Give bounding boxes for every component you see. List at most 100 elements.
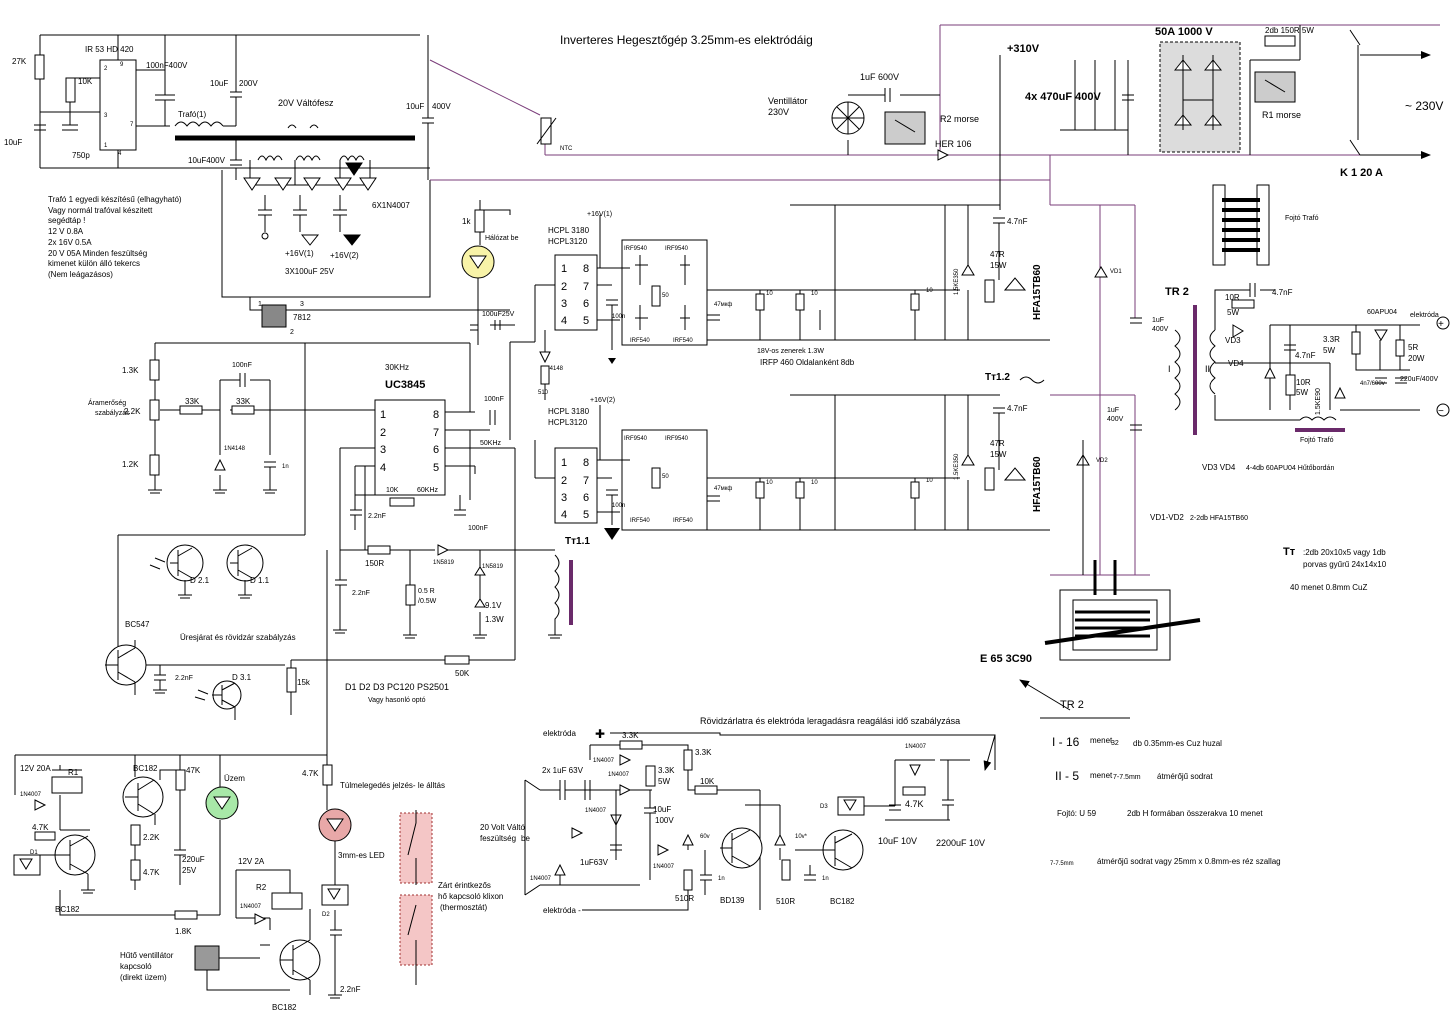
svg-text:IRF540: IRF540 bbox=[673, 338, 693, 344]
svg-text:D 2.1: D 2.1 bbox=[190, 576, 210, 585]
aux-supply: IR 53 HD 420 2 9 3 7 1 4 27K 10K 750p 10… bbox=[4, 34, 510, 336]
svg-text:10uF400V: 10uF400V bbox=[188, 156, 226, 165]
svg-text:elektróda: elektróda bbox=[543, 729, 576, 738]
svg-text:10K: 10K bbox=[78, 77, 93, 86]
svg-text:1n: 1n bbox=[718, 876, 725, 882]
bridge-rectifier bbox=[1159, 41, 1241, 153]
svg-text:VD3 VD4: VD3 VD4 bbox=[1202, 463, 1236, 472]
relay-r2 bbox=[271, 892, 303, 910]
svg-text:9: 9 bbox=[120, 62, 124, 68]
svg-text:átmérőjű sodrat vagy 25mm x 0.: átmérőjű sodrat vagy 25mm x 0.8mm-es réz… bbox=[1097, 857, 1281, 866]
svg-text:1N4007: 1N4007 bbox=[608, 772, 630, 778]
svg-text:6: 6 bbox=[583, 298, 589, 310]
svg-text:20 Volt Váltó: 20 Volt Váltó bbox=[480, 823, 525, 832]
svg-text:10R: 10R bbox=[1296, 378, 1311, 387]
svg-text:2: 2 bbox=[290, 329, 294, 336]
svg-text:510R: 510R bbox=[675, 894, 694, 903]
svg-text:33K: 33K bbox=[185, 397, 200, 406]
svg-text:D3: D3 bbox=[820, 804, 828, 810]
svg-text:HFA15TB60: HFA15TB60 bbox=[1032, 264, 1043, 320]
svg-text:+: + bbox=[1438, 319, 1444, 330]
svg-text:5: 5 bbox=[583, 315, 589, 327]
svg-text:25V: 25V bbox=[182, 866, 197, 875]
svg-text:7: 7 bbox=[433, 427, 439, 439]
svg-text:47R: 47R bbox=[990, 250, 1005, 259]
svg-text:33K: 33K bbox=[236, 397, 251, 406]
svg-text:150R: 150R bbox=[365, 559, 384, 568]
svg-text:100nF: 100nF bbox=[484, 396, 504, 403]
svg-text:5R: 5R bbox=[1408, 343, 1418, 352]
svg-text:R2: R2 bbox=[256, 883, 267, 892]
hcpl-upper bbox=[554, 254, 598, 331]
svg-text:hő kapcsoló klixon: hő kapcsoló klixon bbox=[438, 892, 503, 901]
svg-text:10K: 10K bbox=[386, 487, 399, 494]
svg-text:menet: menet bbox=[1090, 771, 1113, 780]
svg-text:6X1N4007: 6X1N4007 bbox=[372, 201, 410, 210]
svg-text:1.3W: 1.3W bbox=[485, 615, 504, 624]
svg-text:1N5819: 1N5819 bbox=[482, 564, 504, 570]
uc3845-control: 1.3K 2.2K 1.2K Áramerőség szabályzás 100… bbox=[88, 342, 515, 650]
svg-text:VD4: VD4 bbox=[1228, 359, 1244, 368]
svg-text:1uF: 1uF bbox=[1152, 317, 1164, 324]
svg-text:47мкф: 47мкф bbox=[714, 486, 732, 492]
svg-text:IRF540: IRF540 bbox=[630, 338, 650, 344]
svg-text:4.7K: 4.7K bbox=[143, 868, 160, 877]
svg-text:TR 2: TR 2 bbox=[1060, 699, 1084, 711]
svg-text:Fojtó Trafó: Fojtó Trafó bbox=[1300, 437, 1334, 444]
svg-text:2.2nF: 2.2nF bbox=[340, 985, 361, 994]
svg-text:1uF 600V: 1uF 600V bbox=[860, 72, 899, 82]
svg-text:15k: 15k bbox=[297, 678, 311, 687]
svg-text:20V Váltófesz: 20V Váltófesz bbox=[278, 98, 334, 108]
idle-control: D 2.1 D 1.1 BC547 Üresjárat és rövidzár … bbox=[105, 448, 573, 755]
svg-text:I: I bbox=[1168, 364, 1171, 374]
svg-text:3: 3 bbox=[300, 301, 304, 308]
huto-switch bbox=[194, 945, 220, 971]
svg-text:be: be bbox=[521, 834, 530, 843]
svg-text:2x 1uF 63V: 2x 1uF 63V bbox=[542, 766, 584, 775]
svg-text:HCPL 3180: HCPL 3180 bbox=[548, 407, 590, 416]
reg-7812 bbox=[261, 304, 287, 328]
svg-text:60APU04: 60APU04 bbox=[1367, 309, 1397, 316]
r1-morse-relay bbox=[1254, 71, 1296, 103]
svg-text:Trafó 1 egyedi készítésű (elha: Trafó 1 egyedi készítésű (elhagyható) Va… bbox=[48, 195, 184, 279]
svg-text:4.7nF: 4.7nF bbox=[1007, 404, 1028, 413]
svg-text:60v: 60v bbox=[700, 834, 710, 840]
svg-text:NTC: NTC bbox=[560, 146, 573, 152]
svg-text:7: 7 bbox=[583, 475, 589, 487]
svg-text:50A 1000 V: 50A 1000 V bbox=[1155, 26, 1213, 38]
svg-text:40 menet 0.8mm CuZ: 40 menet 0.8mm CuZ bbox=[1290, 583, 1367, 592]
svg-text:(thermosztát): (thermosztát) bbox=[440, 903, 487, 912]
svg-text:Üzem: Üzem bbox=[224, 774, 245, 783]
svg-text:7812: 7812 bbox=[293, 313, 311, 322]
svg-text:+16V(1): +16V(1) bbox=[587, 211, 612, 218]
svg-text:2.2K: 2.2K bbox=[124, 407, 141, 416]
svg-text:400V: 400V bbox=[432, 102, 451, 111]
svg-text:4.7K: 4.7K bbox=[905, 799, 924, 809]
svg-text:2.2nF: 2.2nF bbox=[368, 513, 386, 520]
svg-text:4: 4 bbox=[118, 151, 122, 157]
svg-text:1N4148: 1N4148 bbox=[542, 366, 564, 372]
svg-text:1.8K: 1.8K bbox=[175, 927, 192, 936]
svg-text:menet: menet bbox=[1090, 736, 1113, 745]
svg-text:18V-os zenerek 1.3W: 18V-os zenerek 1.3W bbox=[757, 348, 824, 355]
svg-text:6: 6 bbox=[433, 444, 439, 456]
svg-text:✚: ✚ bbox=[595, 727, 605, 741]
svg-text:400V: 400V bbox=[1107, 416, 1124, 423]
svg-text:BC182: BC182 bbox=[830, 897, 855, 906]
svg-text:R1 morse: R1 morse bbox=[1262, 110, 1301, 120]
svg-text:8: 8 bbox=[583, 457, 589, 469]
svg-text:1.2K: 1.2K bbox=[122, 460, 139, 469]
svg-text:D 3.1: D 3.1 bbox=[232, 673, 252, 682]
svg-text:2db 150R 5W: 2db 150R 5W bbox=[1265, 26, 1314, 35]
svg-text:4.7K: 4.7K bbox=[32, 823, 49, 832]
svg-text:1N4007: 1N4007 bbox=[593, 758, 615, 764]
svg-text:30KHz: 30KHz bbox=[385, 363, 409, 372]
svg-text:60KHz: 60KHz bbox=[417, 487, 439, 494]
svg-text:20W: 20W bbox=[1408, 354, 1425, 363]
svg-text:1N4007: 1N4007 bbox=[530, 876, 552, 882]
svg-text:D 1.1: D 1.1 bbox=[250, 576, 270, 585]
svg-text:15W: 15W bbox=[990, 261, 1007, 270]
svg-text:3: 3 bbox=[380, 444, 386, 456]
relay-r1 bbox=[51, 776, 83, 794]
svg-text:10: 10 bbox=[766, 480, 773, 486]
